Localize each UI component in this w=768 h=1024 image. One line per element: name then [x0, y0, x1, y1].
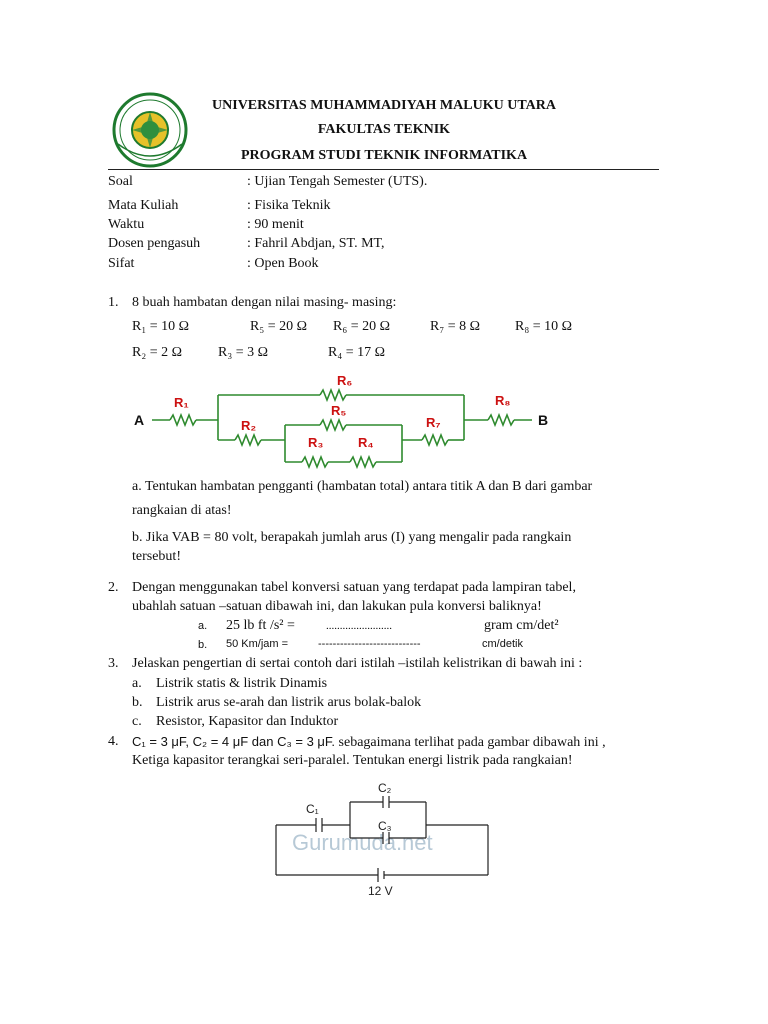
q1-number: 1.: [108, 295, 119, 310]
q1-r7-value: R₇ = 8 Ω: [430, 319, 481, 334]
q1b-line2: tersebut!: [132, 549, 181, 564]
q2b-marker: b.: [198, 639, 208, 651]
q2a-left: 25 lb ft /s² =: [226, 618, 295, 633]
resistor-r6: [319, 387, 347, 403]
q1b-line1: b. Jika VAB = 80 volt, berapakah jumlah …: [132, 530, 572, 545]
q1a-line1: a. Tentukan hambatan pengganti (hambatan…: [132, 479, 593, 494]
label-r4: R₄: [358, 435, 374, 450]
node-a-label: A: [134, 412, 144, 428]
university-name: UNIVERSITAS MUHAMMADIYAH MALUKU UTARA: [212, 98, 556, 113]
q3-item-a-marker: a.: [132, 676, 142, 691]
info-value-dosen: : Fahril Abdjan, ST. MT,: [247, 236, 385, 251]
node-b-label: B: [538, 412, 548, 428]
label-r1: R₁: [174, 395, 189, 410]
label-r3: R₃: [308, 435, 323, 450]
label-r8: R₈: [495, 393, 510, 408]
q2a-dots: ........................: [326, 620, 392, 632]
q4-number: 4.: [108, 734, 119, 749]
q4-line2: Ketiga kapasitor terangkai seri-paralel.…: [132, 753, 573, 768]
q1-r4-value: R₄ = 17 Ω: [328, 345, 386, 360]
label-voltage: 12 V: [368, 884, 393, 898]
q1-r3-value: R₃ = 3 Ω: [218, 345, 269, 360]
info-value-soal: : Ujian Tengah Semester (UTS).: [247, 174, 428, 189]
resistor-circuit-diagram: R₁ R₆ R₅ R₂ R₃ R₄ R₇ R₈ A B: [134, 373, 548, 470]
q3-text: Jelaskan pengertian di sertai contoh dar…: [132, 656, 583, 671]
q2-number: 2.: [108, 580, 119, 595]
q3-item-c-marker: c.: [132, 714, 142, 729]
info-label-sifat: Sifat: [108, 256, 135, 271]
q1-r8-value: R₈ = 10 Ω: [515, 319, 573, 334]
resistor-r4: [349, 454, 377, 470]
q4-line1-rest: sebagaimana terlihat pada gambar dibawah…: [335, 735, 606, 750]
info-value-waktu: : 90 menit: [247, 217, 304, 232]
q2b-dots: ----------------------------: [318, 638, 421, 650]
q1-r6-value: R₆ = 20 Ω: [333, 319, 391, 334]
q2-line1: Dengan menggunakan tabel konversi satuan…: [132, 580, 576, 595]
resistor-r8: [487, 412, 515, 428]
q3-item-b-marker: b.: [132, 695, 143, 710]
label-r7: R₇: [426, 415, 441, 430]
capacitor-circuit-diagram: Gurumuda.net C₁ C₂ C₃ 12 V: [275, 781, 489, 898]
q1a-line2: rangkaian di atas!: [132, 503, 232, 518]
header-divider: [108, 169, 659, 170]
label-c3: C₃: [378, 819, 392, 833]
q1-r1-value: R₁ = 10 Ω: [132, 319, 190, 334]
q3-number: 3.: [108, 656, 119, 671]
q3-item-b-text: Listrik arus se-arah dan listrik arus bo…: [156, 695, 422, 710]
label-c1: C₁: [306, 802, 319, 816]
resistor-r5: [319, 417, 347, 433]
q3-item-a-text: Listrik statis & listrik Dinamis: [156, 676, 328, 691]
q2a-right: gram cm/det²: [484, 618, 559, 633]
university-logo: [112, 92, 188, 168]
label-r5: R₅: [331, 403, 346, 418]
resistor-r7: [421, 432, 449, 448]
info-label-soal: Soal: [108, 174, 133, 189]
program-name: PROGRAM STUDI TEKNIK INFORMATIKA: [240, 148, 528, 163]
info-value-sifat: : Open Book: [247, 256, 319, 271]
info-label-dosen: Dosen pengasuh: [108, 236, 201, 251]
q2b-left: 50 Km/jam =: [226, 638, 289, 650]
q4-capacitor-values: C₁ = 3 μF, C₂ = 4 μF dan C₃ = 3 μF.: [132, 734, 336, 749]
label-r2: R₂: [241, 418, 256, 433]
q2b-right: cm/detik: [482, 638, 523, 650]
info-value-mata-kuliah: : Fisika Teknik: [247, 198, 331, 213]
watermark: Gurumuda.net: [292, 830, 433, 855]
q2-line2: ubahlah satuan –satuan dibawah ini, dan …: [132, 599, 542, 614]
q3-item-c-text: Resistor, Kapasitor dan Induktor: [156, 714, 339, 729]
q2a-marker: a.: [198, 620, 208, 632]
label-c2: C₂: [378, 781, 392, 795]
resistor-r2: [234, 432, 262, 448]
info-label-waktu: Waktu: [108, 217, 145, 232]
q1-text: 8 buah hambatan dengan nilai masing- mas…: [132, 295, 397, 310]
info-label-mata-kuliah: Mata Kuliah: [108, 198, 179, 213]
label-r6: R₆: [337, 373, 352, 388]
q1-r2-value: R₂ = 2 Ω: [132, 345, 183, 360]
resistor-r1: [169, 412, 197, 428]
resistor-r3: [301, 454, 329, 470]
q1-r5-value: R₅ = 20 Ω: [250, 319, 308, 334]
faculty-name: FAKULTAS TEKNIK: [317, 122, 451, 137]
q4-line1: C₁ = 3 μF, C₂ = 4 μF dan C₃ = 3 μF. seba…: [132, 734, 606, 751]
